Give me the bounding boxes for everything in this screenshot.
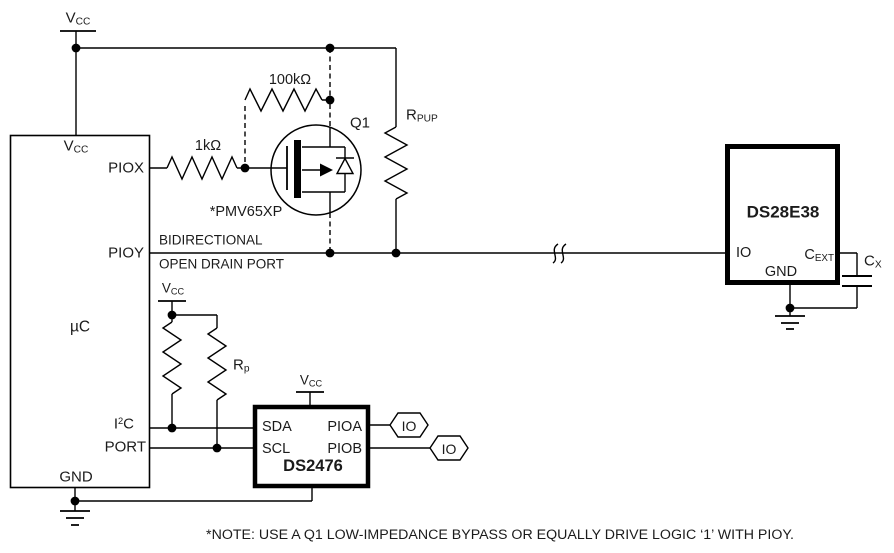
mcu-name-label: µC [69, 318, 91, 336]
resistor-rpup [383, 126, 409, 200]
mcu-pin-port-label: PORT [104, 438, 146, 456]
junction-dot [391, 248, 401, 258]
vcc-label-rp: VCC [161, 280, 185, 297]
bypass-dashed-wires [244, 48, 331, 253]
mosfet-arrowhead [320, 163, 333, 177]
cable-break-symbol [552, 243, 567, 264]
junction-dot [212, 443, 222, 453]
mosfet-channel-bar [294, 140, 301, 198]
net-bidirectional-label: BIDIRECTIONAL [159, 232, 263, 248]
resistor-100k [244, 87, 323, 113]
junction-dot [785, 303, 795, 313]
mcu-pin-vcc-label: VCC [63, 137, 89, 156]
ds28e38-pin-cext-label: CEXT [804, 246, 834, 265]
rpup-label: RPUP [406, 106, 438, 125]
footnote: *NOTE: USE A Q1 LOW-IMPEDANCE BYPASS OR … [206, 526, 794, 543]
mcu-pin-gnd-label: GND [59, 468, 93, 486]
junction-dot [240, 163, 250, 173]
resistor-100k-label: 100kΩ [268, 71, 312, 88]
ds28e38-pin-io-label: IO [736, 244, 752, 261]
body-diode [335, 157, 355, 175]
mcu-box [9, 134, 151, 489]
vcc-label-ds2476: VCC [299, 372, 323, 389]
mosfet-terminals [302, 127, 346, 213]
ds2476-box [252, 404, 371, 489]
ground-symbol-mcu [60, 510, 90, 526]
body-diode-triangle [335, 157, 355, 175]
junction-dot [71, 43, 81, 53]
ds28e38-name-label: DS28E38 [746, 202, 820, 222]
resistor-1k-label: 1kΩ [194, 137, 222, 154]
ds2476-name-label: DS2476 [283, 456, 343, 475]
net-open-drain-label: OPEN DRAIN PORT [159, 256, 285, 272]
mosfet-q1 [270, 124, 362, 216]
io-hexagon-a [389, 412, 429, 438]
junction-dot [167, 310, 177, 320]
junction-dots [70, 43, 795, 506]
rp-label: Rp [233, 356, 250, 375]
q1-ref-label: Q1 [350, 114, 371, 132]
ds28e38-pin-gnd-label: GND [764, 263, 798, 280]
vcc-symbol-bars [60, 30, 324, 393]
junction-dot [325, 43, 335, 53]
ds28e38-box [725, 144, 840, 285]
vcc-label-top: VCC [65, 9, 91, 28]
ground-symbol-ds28e38 [775, 315, 805, 330]
junction-dot [70, 496, 80, 506]
mcu-pin-piox-label: PIOX [108, 159, 144, 177]
resistor-rp-left [161, 321, 183, 395]
ds2476-pin-piob-label: PIOB [327, 440, 362, 457]
mcu-pin-pioy-label: PIOY [108, 244, 144, 262]
mosfet-body-circle [270, 124, 362, 216]
io-hexagon-b [429, 435, 469, 461]
resistor-1k [166, 155, 238, 181]
resistor-rp-right [206, 327, 228, 401]
io-hexagon-b-label: IO [441, 441, 457, 457]
junction-dot [167, 423, 177, 433]
cx-label: CX [864, 252, 882, 271]
io-hexagon-a-label: IO [401, 418, 417, 434]
mcu-pin-i2c-label: I2C [113, 415, 134, 433]
ds2476-pin-scl-label: SCL [262, 440, 291, 457]
ds2476-pin-pioa-label: PIOA [327, 418, 362, 435]
junction-dot [325, 95, 335, 105]
ds2476-pin-sda-label: SDA [262, 418, 292, 435]
capacitor-cx [842, 275, 872, 287]
q1-part-label: *PMV65XP [209, 203, 283, 220]
junction-dot [325, 248, 335, 258]
